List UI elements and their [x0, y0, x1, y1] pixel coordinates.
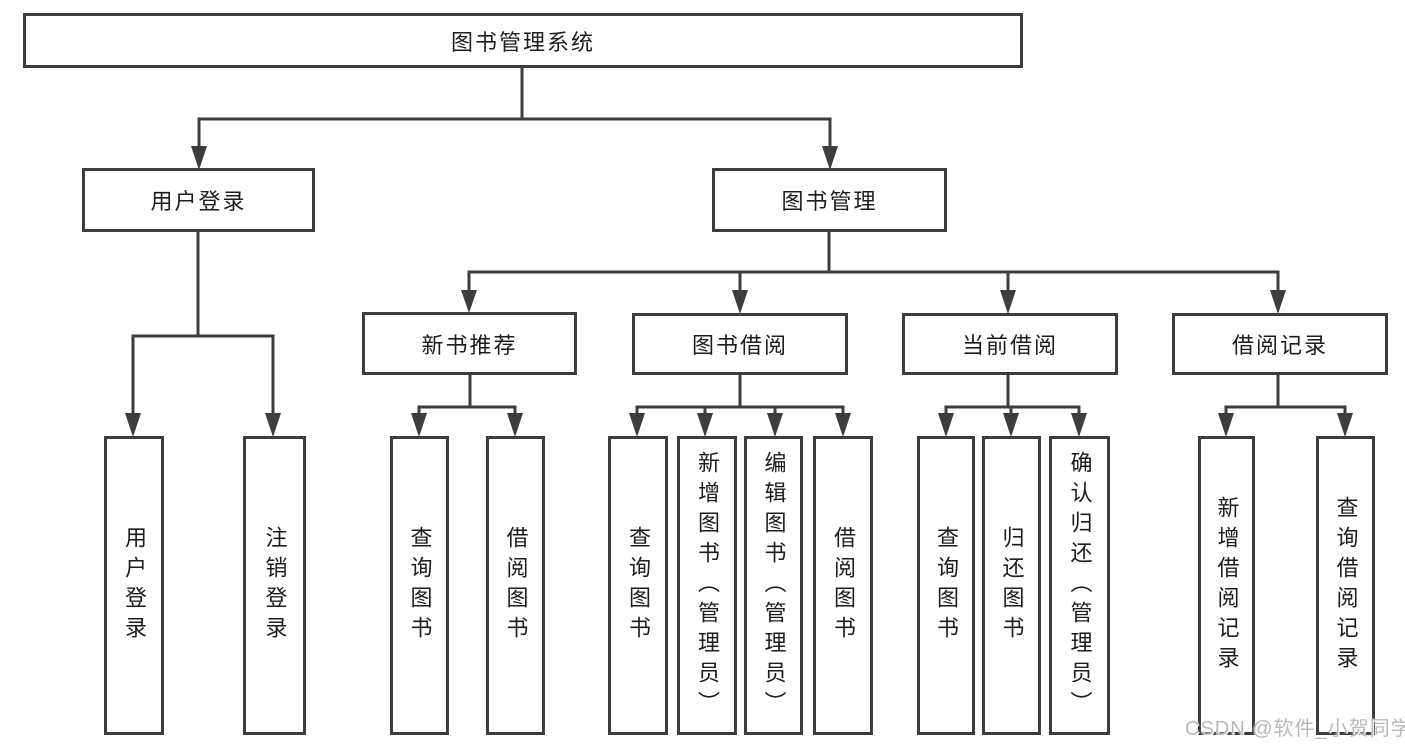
node-current-borrow-label: 当前借阅 — [961, 333, 1058, 358]
node-root-system: 图书管理系统 — [23, 13, 1023, 68]
node-user-login-label: 用户登录 — [150, 189, 247, 214]
node-borrow-records-label: 借阅记录 — [1231, 333, 1328, 358]
node-new-book-recommend: 新书推荐 — [362, 312, 577, 375]
leaf-borrow-books-1: 借阅图书 — [486, 436, 545, 735]
leaf-user-login-label: 用户登录 — [122, 525, 147, 646]
leaf-query-books-2-label: 查询图书 — [626, 525, 651, 646]
node-new-book-recommend-label: 新书推荐 — [421, 332, 518, 358]
leaf-query-books-3: 查询图书 — [917, 436, 975, 735]
leaf-add-books-admin-label: 新增图书（管理员） — [695, 450, 720, 721]
node-book-management-label: 图书管理 — [781, 189, 878, 214]
node-root-label: 图书管理系统 — [450, 29, 595, 55]
leaf-add-books-admin: 新增图书（管理员） — [677, 436, 737, 735]
leaf-borrow-books-2-label: 借阅图书 — [831, 525, 856, 646]
leaf-confirm-return-admin: 确认归还（管理员） — [1049, 436, 1110, 735]
leaf-query-borrow-record-label: 查询借阅记录 — [1333, 495, 1359, 676]
leaf-query-books-3-label: 查询图书 — [934, 525, 959, 646]
leaf-query-books-2: 查询图书 — [608, 436, 668, 735]
node-current-borrow: 当前借阅 — [902, 313, 1118, 375]
leaf-borrow-books-1-label: 借阅图书 — [503, 525, 529, 646]
node-book-borrow-label: 图书借阅 — [691, 333, 788, 358]
node-borrow-records: 借阅记录 — [1172, 313, 1388, 375]
leaf-query-books-1: 查询图书 — [390, 436, 449, 735]
leaf-logout: 注销登录 — [243, 436, 306, 735]
leaf-edit-books-admin-label: 编辑图书（管理员） — [761, 450, 787, 721]
watermark: CSDN @软件_小贺同学 — [1185, 718, 1405, 740]
leaf-edit-books-admin: 编辑图书（管理员） — [744, 436, 803, 735]
node-book-borrow: 图书借阅 — [632, 313, 848, 375]
leaf-borrow-books-2: 借阅图书 — [813, 436, 873, 735]
leaf-logout-label: 注销登录 — [262, 525, 288, 646]
leaf-add-borrow-record: 新增借阅记录 — [1198, 436, 1255, 735]
leaf-query-borrow-record: 查询借阅记录 — [1316, 436, 1375, 735]
arrowhead-icons — [125, 146, 1353, 437]
leaf-return-books-label: 归还图书 — [999, 525, 1025, 646]
leaf-return-books: 归还图书 — [982, 436, 1041, 735]
leaf-user-login: 用户登录 — [104, 436, 164, 735]
leaf-add-borrow-record-label: 新增借阅记录 — [1214, 495, 1240, 676]
leaf-query-books-1-label: 查询图书 — [407, 525, 433, 646]
node-user-login: 用户登录 — [82, 168, 315, 232]
leaf-confirm-return-admin-label: 确认归还（管理员） — [1067, 450, 1093, 721]
node-book-management: 图书管理 — [712, 168, 947, 232]
